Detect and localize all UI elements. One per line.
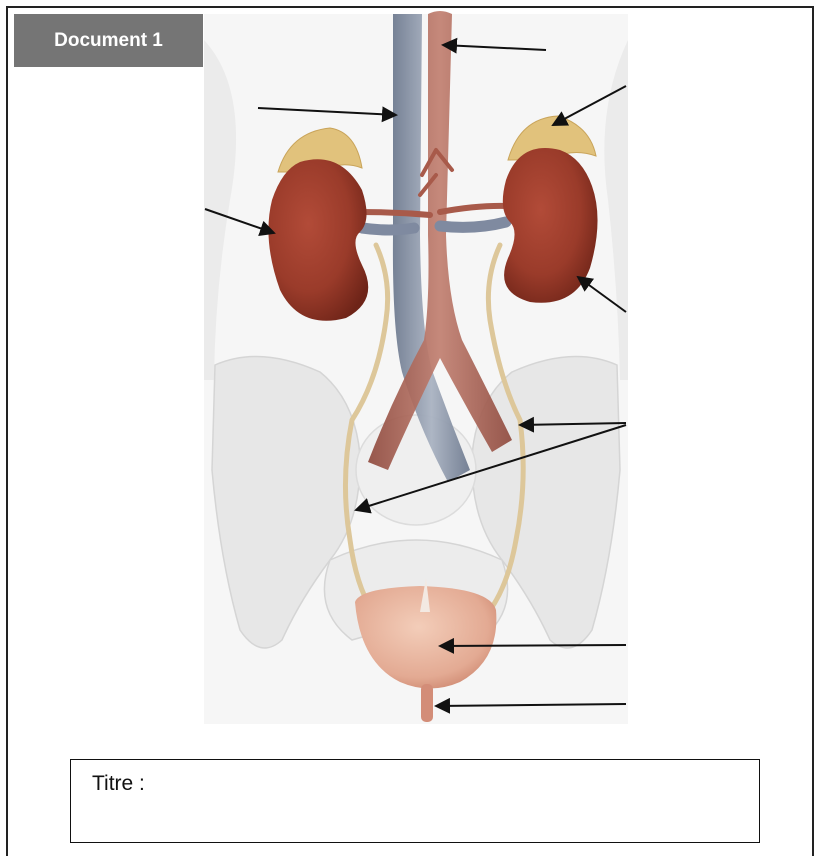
title-label: Titre : [92, 772, 145, 796]
arrow-bladder [440, 645, 626, 646]
document-label: Document 1 [14, 14, 203, 67]
title-box[interactable]: Titre : [70, 759, 760, 843]
